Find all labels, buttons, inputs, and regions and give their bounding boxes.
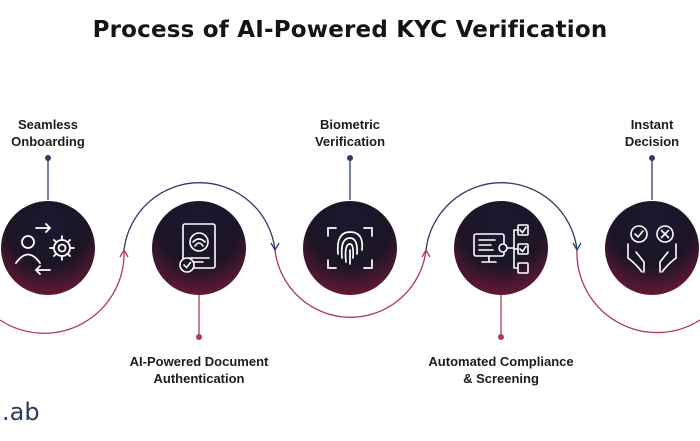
stems [45,155,655,340]
step-label-1-line1: Seamless [18,117,78,132]
step-label-4-line2: & Screening [463,371,539,386]
step-label-3-line2: Verification [314,134,386,149]
step-label-5: Instant Decision [562,116,700,150]
arrow-head-1 [119,249,129,258]
arc-bottom-3 [576,249,700,334]
arrow-head-2 [270,242,280,251]
step-label-5-line2: Decision [624,134,680,149]
step-label-4: Automated Compliance & Screening [411,353,591,387]
arrow-heads [119,242,582,258]
arc-bottom-1 [0,249,125,334]
step-circle-5 [605,201,699,295]
hands-decision-icon [627,225,677,273]
step-circle-2 [152,201,246,295]
arc-top-2 [425,182,578,251]
step-label-2-line2: Authentication [153,371,245,386]
step-circle-1 [1,201,95,295]
step-label-5-line1: Instant [630,117,674,132]
connector-arcs [0,182,700,334]
step-label-3-line1: Biometric [320,117,380,132]
arrow-head-4 [572,242,582,251]
arc-bottom-2 [274,249,427,318]
fingerprint-icon [327,227,373,269]
step-label-2: AI-Powered Document Authentication [109,353,289,387]
step-label-3: Biometric Verification [260,116,440,150]
step-label-1: Seamless Onboarding [0,116,138,150]
brand-logo-text: .ab [2,398,40,426]
page-title: Process of AI-Powered KYC Verification [92,17,608,43]
arc-top-1 [123,182,276,251]
step-circle-3 [303,201,397,295]
step-label-4-line1: Automated Compliance [428,354,574,369]
arrow-head-3 [421,249,431,258]
user-gears-icon [15,223,75,275]
step-label-2-line1: AI-Powered Document [129,354,269,369]
step-circle-4 [454,201,548,295]
step-label-1-line2: Onboarding [11,134,85,149]
document-check-icon [179,223,216,273]
monitor-checklist-icon [473,224,529,274]
